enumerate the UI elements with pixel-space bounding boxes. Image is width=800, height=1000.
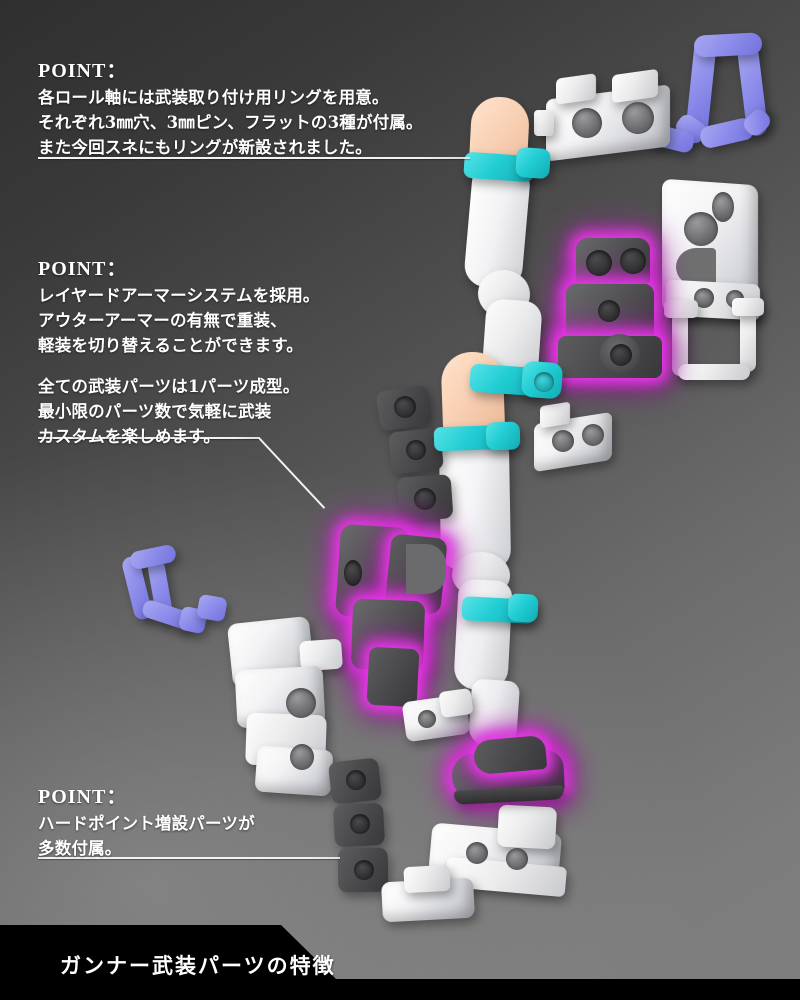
point-1-paragraph-1: 各ロール軸には武装取り付け用リングを用意。 それぞれ3㎜穴、3㎜ピン、フラットの…	[38, 88, 423, 158]
point-1-heading: POINT：	[38, 60, 128, 82]
point-block-1: POINT： 各ロール軸には武装取り付け用リングを用意。 それぞれ3㎜穴、3㎜ピ…	[38, 58, 423, 160]
point-3-paragraph-1: ハードポイント増設パーツが 多数付属。	[38, 814, 255, 859]
bottom-banner-label: ガンナー武装パーツの特徴	[60, 953, 336, 978]
leader-line-point-2	[38, 437, 260, 439]
point-block-3: POINT： ハードポイント増設パーツが 多数付属。	[38, 784, 255, 861]
leader-line-point-1	[38, 157, 470, 159]
point-2-paragraph-1: レイヤードアーマーシステムを採用。 アウターアーマーの有無で重装、 軽装を切り替…	[38, 286, 320, 356]
point-2-paragraph-2: 全ての武装パーツは1パーツ成型。 最小限のパーツ数で気軽に武装 カスタムを楽しめ…	[38, 377, 300, 447]
leader-line-point-3	[38, 857, 340, 859]
point-2-heading: POINT：	[38, 258, 128, 280]
point-block-2: POINT： レイヤードアーマーシステムを採用。 アウターアーマーの有無で重装、…	[38, 256, 320, 449]
point-3-heading: POINT：	[38, 786, 128, 808]
